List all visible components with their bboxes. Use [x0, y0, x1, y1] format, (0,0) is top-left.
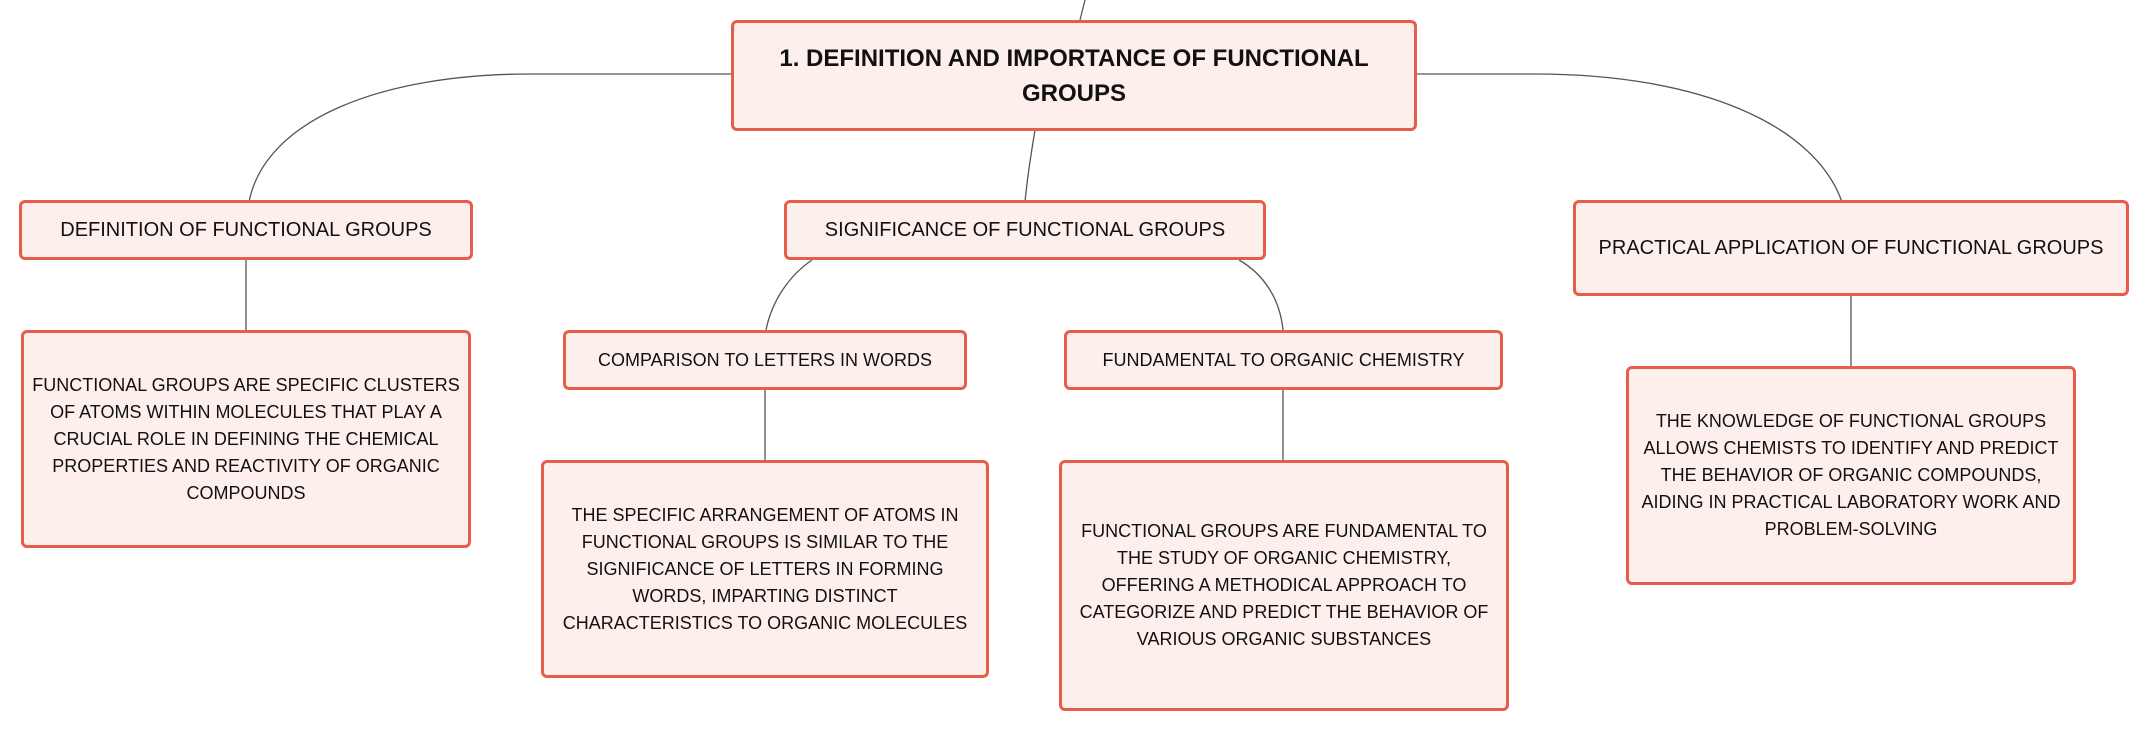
- definition-detail-text: FUNCTIONAL GROUPS ARE SPECIFIC CLUSTERS …: [32, 374, 460, 503]
- fundamental-detail-text: FUNCTIONAL GROUPS ARE FUNDAMENTAL TO THE…: [1079, 521, 1489, 649]
- definition-topic-node[interactable]: DEFINITION OF FUNCTIONAL GROUPS: [19, 200, 473, 260]
- connector-root-parent: [1079, 0, 1086, 21]
- fundamental-subtopic-label: FUNDAMENTAL TO ORGANIC CHEMISTRY: [1102, 350, 1465, 370]
- root-topic-node[interactable]: 1. DEFINITION AND IMPORTANCE OF FUNCTION…: [731, 20, 1417, 131]
- significance-topic-label: SIGNIFICANCE OF FUNCTIONAL GROUPS: [824, 219, 1226, 241]
- fundamental-subtopic-node[interactable]: FUNDAMENTAL TO ORGANIC CHEMISTRY: [1064, 330, 1503, 390]
- practical-detail-text: THE KNOWLEDGE OF FUNCTIONAL GROUPS ALLOW…: [1641, 411, 2061, 539]
- significance-topic-node[interactable]: SIGNIFICANCE OF FUNCTIONAL GROUPS: [784, 200, 1266, 260]
- root-topic-title: 1. DEFINITION AND IMPORTANCE OF FUNCTION…: [779, 44, 1369, 107]
- comparison-detail-text: THE SPECIFIC ARRANGEMENT OF ATOMS IN FUN…: [562, 504, 968, 633]
- connector-root-practical: [1417, 73, 1843, 203]
- practical-topic-label: PRACTICAL APPLICATION OF FUNCTIONAL GROU…: [1598, 237, 2104, 259]
- connector-root-definition: [248, 73, 732, 203]
- practical-topic-node[interactable]: PRACTICAL APPLICATION OF FUNCTIONAL GROU…: [1573, 200, 2129, 296]
- fundamental-detail-node[interactable]: FUNCTIONAL GROUPS ARE FUNDAMENTAL TO THE…: [1059, 460, 1509, 711]
- connector-significance-comparison: [765, 259, 813, 331]
- definition-detail-node[interactable]: FUNCTIONAL GROUPS ARE SPECIFIC CLUSTERS …: [21, 330, 471, 548]
- comparison-subtopic-node[interactable]: COMPARISON TO LETTERS IN WORDS: [563, 330, 967, 390]
- connector-root-significance: [1024, 129, 1036, 203]
- definition-topic-label: DEFINITION OF FUNCTIONAL GROUPS: [60, 219, 432, 241]
- comparison-subtopic-label: COMPARISON TO LETTERS IN WORDS: [597, 350, 933, 370]
- connector-significance-fundamental: [1238, 259, 1284, 331]
- practical-detail-node[interactable]: THE KNOWLEDGE OF FUNCTIONAL GROUPS ALLOW…: [1626, 366, 2076, 585]
- comparison-detail-node[interactable]: THE SPECIFIC ARRANGEMENT OF ATOMS IN FUN…: [541, 460, 989, 678]
